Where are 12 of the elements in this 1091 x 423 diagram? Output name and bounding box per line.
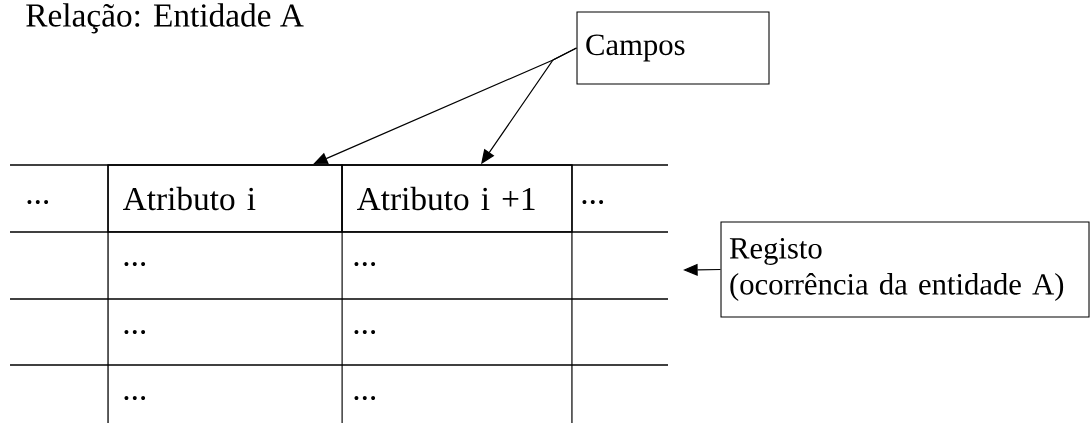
header-cell: Atributo i +1: [341, 164, 573, 233]
cell-text: ...: [354, 262, 376, 266]
callout-box: Registo (ocorrência da entidade A): [720, 221, 1090, 318]
cell-text: ...: [354, 330, 376, 334]
cell-text: ...: [27, 200, 49, 204]
cell-text: ...: [124, 262, 146, 266]
cell-text: ...: [124, 330, 146, 334]
title: Relação: Entidade A: [26, 3, 304, 34]
header-cell: Atributo i: [107, 164, 343, 233]
cell-text: ...: [354, 396, 376, 400]
cell-text: ...: [124, 396, 146, 400]
callout-box: Campos: [576, 11, 770, 85]
